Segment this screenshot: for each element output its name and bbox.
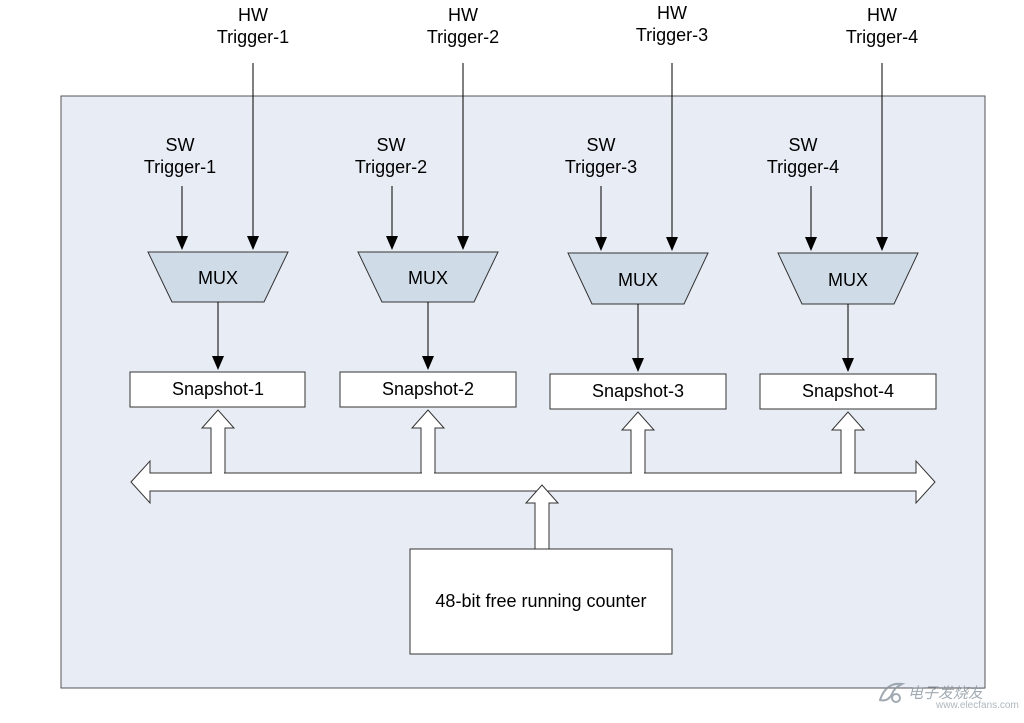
mux-2 xyxy=(357,251,499,303)
sw-trigger-arrowhead-4 xyxy=(805,237,817,251)
hw-trigger-label-3-line1: HW xyxy=(657,3,687,23)
snapshot-box-3 xyxy=(549,373,727,410)
hw-trigger-label-2: HW Trigger-2 xyxy=(403,4,523,48)
bus-joint-1 xyxy=(212,472,224,475)
sw-trigger-label-1: SW Trigger-1 xyxy=(120,134,240,178)
snapshot-box-2 xyxy=(339,371,517,408)
bus-to-snapshot-arrow-4 xyxy=(830,411,866,473)
elecfans-logo-icon xyxy=(878,682,906,703)
hw-trigger-label-2-line1: HW xyxy=(448,5,478,25)
counter-box xyxy=(409,548,673,655)
hw-trigger-label-4-line1: HW xyxy=(867,5,897,25)
mux-output-arrowhead-4 xyxy=(842,358,854,372)
hw-trigger-arrowhead-3 xyxy=(666,237,678,251)
mux-label-3: MUX xyxy=(618,270,658,290)
data-bus-arrow xyxy=(130,459,936,505)
sw-trigger-label-4-line2: Trigger-4 xyxy=(766,157,840,177)
snapshot-box-1 xyxy=(129,371,306,408)
sw-trigger-label-1-line2: Trigger-1 xyxy=(143,157,217,177)
watermark: 电子发烧友 www.elecfans.com xyxy=(876,676,1019,711)
mux-output-arrowhead-3 xyxy=(632,358,644,372)
sw-trigger-arrowhead-1 xyxy=(176,236,188,250)
bus-joint-2 xyxy=(422,472,434,475)
mux-output-arrowhead-1 xyxy=(212,356,224,370)
hw-trigger-arrowhead-4 xyxy=(876,237,888,251)
sw-trigger-arrowhead-3 xyxy=(595,237,607,251)
snapshot-label-2: Snapshot-2 xyxy=(381,379,475,399)
sw-trigger-label-1-line1: SW xyxy=(165,135,195,155)
bus-to-snapshot-arrow-3 xyxy=(620,411,656,473)
bus-to-snapshot-arrow-2 xyxy=(410,409,446,473)
sw-trigger-label-2-line1: SW xyxy=(376,135,406,155)
hw-trigger-label-3: HW Trigger-3 xyxy=(612,2,732,46)
snapshot-label-1: Snapshot-1 xyxy=(171,379,265,399)
hw-trigger-label-3-line2: Trigger-3 xyxy=(635,25,709,45)
hw-trigger-label-2-line2: Trigger-2 xyxy=(426,27,500,47)
bus-joint-4 xyxy=(842,472,854,475)
sw-trigger-arrowhead-2 xyxy=(386,236,398,250)
watermark-text: 电子发烧友 xyxy=(908,685,984,702)
counter-label: 48-bit free running counter xyxy=(435,591,647,611)
mux-label-2: MUX xyxy=(408,268,448,288)
hw-trigger-label-4-line2: Trigger-4 xyxy=(845,27,919,47)
sw-trigger-label-4: SW Trigger-4 xyxy=(743,134,863,178)
hw-trigger-arrowhead-2 xyxy=(457,236,469,250)
sw-trigger-label-3-line2: Trigger-3 xyxy=(564,157,638,177)
mux-label-4: MUX xyxy=(828,270,868,290)
mux-label-1: MUX xyxy=(198,268,238,288)
mux-4 xyxy=(777,252,919,305)
sw-trigger-label-3-line1: SW xyxy=(586,135,616,155)
mux-1 xyxy=(147,251,289,303)
mux-3 xyxy=(567,252,709,305)
sw-trigger-label-4-line1: SW xyxy=(788,135,818,155)
snapshot-box-4 xyxy=(759,373,937,410)
bus-joint-3 xyxy=(632,472,644,475)
counter-to-bus-arrow xyxy=(524,484,560,549)
hw-trigger-arrowhead-1 xyxy=(247,236,259,250)
mux-output-arrowhead-2 xyxy=(422,356,434,370)
hw-trigger-label-4: HW Trigger-4 xyxy=(822,4,942,48)
hw-trigger-label-1: HW Trigger-1 xyxy=(193,4,313,48)
watermark-url: www.elecfans.com xyxy=(936,700,1019,711)
snapshot-label-4: Snapshot-4 xyxy=(801,381,895,401)
sw-trigger-label-3: SW Trigger-3 xyxy=(541,134,661,178)
hw-trigger-label-1-line1: HW xyxy=(238,5,268,25)
sw-trigger-label-2: SW Trigger-2 xyxy=(331,134,451,178)
sw-trigger-label-2-line2: Trigger-2 xyxy=(354,157,428,177)
snapshot-label-3: Snapshot-3 xyxy=(591,381,685,401)
bus-to-snapshot-arrow-1 xyxy=(200,409,236,473)
hw-trigger-label-1-line2: Trigger-1 xyxy=(216,27,290,47)
